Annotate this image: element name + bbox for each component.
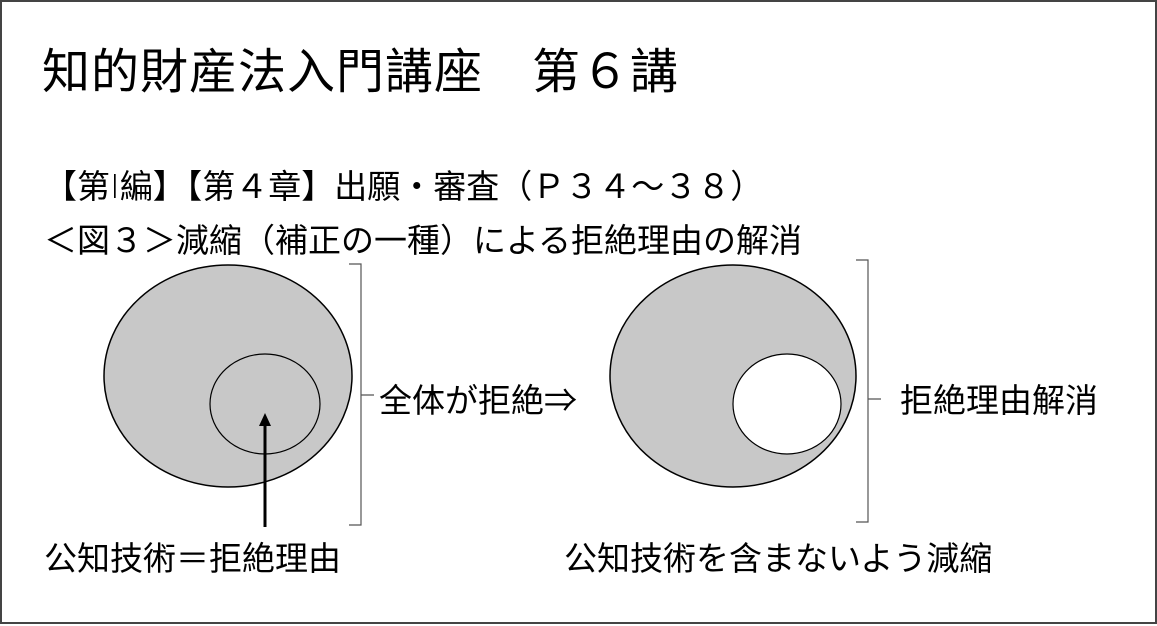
prior-art-label: 公知技術＝拒絶理由 bbox=[44, 539, 341, 578]
figure-caption: ＜図３＞減縮（補正の一種）による拒絶理由の解消 bbox=[44, 221, 803, 260]
right-bracket bbox=[856, 259, 881, 523]
whole-rejected-label: 全体が拒絶⇒ bbox=[379, 381, 577, 420]
right-inner-ellipse-removed bbox=[732, 353, 842, 455]
up-arrow-icon bbox=[259, 413, 271, 527]
reduction-label: 公知技術を含まないよう減縮 bbox=[564, 539, 993, 578]
left-figure bbox=[103, 263, 374, 527]
right-figure bbox=[609, 259, 881, 523]
slide-title: 知的財産法入門講座 第６講 bbox=[42, 44, 680, 100]
left-bracket bbox=[349, 263, 374, 526]
chapter-heading: 【第Ⅰ編】【第４章】出願・審査（Ｐ３４～３８） bbox=[44, 167, 764, 206]
rejection-resolved-label: 拒絶理由解消 bbox=[900, 381, 1098, 420]
